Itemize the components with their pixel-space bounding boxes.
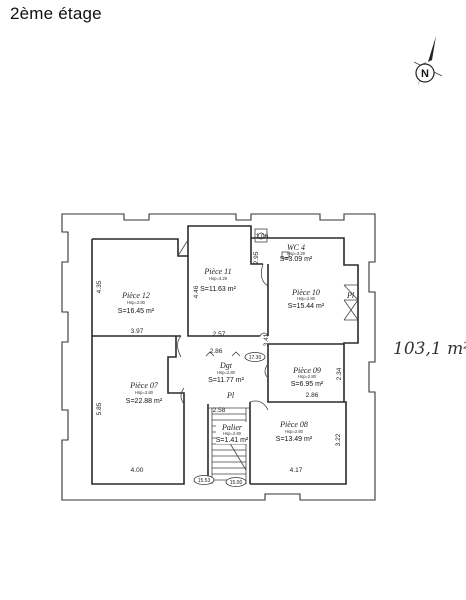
closet-label: Pl (226, 391, 235, 400)
room-name: Pièce 11 (203, 267, 231, 276)
room-area: S=16.45 m² (118, 308, 155, 315)
room-dgt: Dgt Hsp=2.80 S=11.77 m² (208, 361, 245, 384)
level-marker: 15.00 (225, 477, 247, 487)
handwritten-area-note: 103,1 m² (393, 339, 466, 359)
room-name: Dgt (219, 361, 233, 370)
room-area: S=1.41 m² (216, 437, 249, 444)
room-name: Pièce 10 (291, 288, 320, 297)
north-arrow-icon: N (413, 36, 443, 86)
room-pièce-12: Pièce 12 Hsp=2.80 S=16.45 m² (118, 291, 155, 315)
level-marker: 17.30 (244, 352, 266, 362)
room-area: S=11.63 m² (200, 286, 237, 293)
floor-title: 2ème étage (10, 4, 102, 23)
room-area: S=22.88 m² (126, 398, 163, 405)
room-height: Hsp=3.29 (209, 276, 228, 281)
room-height: Hsp=2.80 (298, 374, 317, 379)
dimension: 3.97 (131, 328, 144, 335)
level-marker: 15.53 (193, 475, 215, 485)
closet-label: Pl (346, 291, 355, 300)
dimension: 4.17 (290, 467, 303, 474)
dimension: 2.58 (213, 407, 226, 414)
room-name: Palier (221, 423, 243, 432)
dimension: 4.00 (131, 467, 144, 474)
svg-text:15.00: 15.00 (230, 480, 243, 486)
room-height: Hsp=2.80 (217, 370, 236, 375)
room-area: S=3.09 m² (280, 256, 313, 263)
dimension: 2.86 (210, 348, 223, 355)
room-area: S=6.95 m² (291, 381, 324, 388)
dimension: 4.35 (96, 280, 103, 293)
room-area: S=15.44 m² (288, 303, 325, 310)
room-pièce-11: Pièce 11 Hsp=3.29 S=11.63 m² (200, 267, 237, 293)
room-name: Pièce 09 (292, 366, 321, 375)
room-name: Pièce 08 (279, 420, 308, 429)
door-swings (177, 239, 269, 411)
stair-structure (208, 407, 250, 484)
dimension: 2.34 (336, 367, 343, 380)
dimension: 3.41 (263, 333, 270, 346)
room-name: WC 4 (287, 243, 305, 252)
room-pièce-10: Pièce 10 Hsp=2.80 S=15.44 m² (288, 288, 325, 310)
room-height: Hsp=2.80 (285, 429, 304, 434)
room-pièce-07: Pièce 07 Hsp=2.80 S=22.88 m² (126, 381, 163, 405)
room-height: Hsp=3.29 (287, 251, 306, 256)
dimension-labels: 4.35 3.97 4.46 2.57 2.86 1.06 2.95 3.41 … (96, 233, 343, 474)
room-pièce-08: Pièce 08 Hsp=2.80 S=13.49 m² (276, 420, 313, 443)
svg-text:17.30: 17.30 (249, 355, 262, 361)
room-height: Hsp=2.80 (127, 300, 146, 305)
interior-walls (91, 225, 359, 485)
exterior-outline (61, 213, 376, 501)
room-height: Hsp=2.80 (223, 431, 242, 436)
svg-text:15.53: 15.53 (198, 478, 211, 484)
room-name: Pièce 12 (121, 291, 150, 300)
room-name: Pièce 07 (129, 381, 159, 390)
room-pièce-09: Pièce 09 Hsp=2.80 S=6.95 m² (291, 366, 324, 388)
dimension: 2.86 (306, 392, 319, 399)
compass-letter: N (421, 68, 429, 80)
dimension: 2.57 (213, 331, 226, 338)
room-wc-4: WC 4 Hsp=3.29 S=3.09 m² (280, 243, 313, 263)
dimension: 5.85 (96, 402, 103, 415)
room-height: Hsp=2.80 (135, 390, 154, 395)
dimension: 1.06 (256, 233, 269, 240)
room-palier: Palier Hsp=2.80 S=1.41 m² (216, 422, 249, 444)
room-area: S=11.77 m² (208, 377, 245, 384)
dimension: 4.46 (193, 285, 200, 298)
wc-fixtures (254, 228, 290, 259)
room-area: S=13.49 m² (276, 436, 313, 443)
fireplace-icons (205, 351, 241, 357)
closet-units (343, 284, 359, 321)
dimension: 3.22 (335, 433, 342, 446)
room-height: Hsp=2.80 (297, 296, 316, 301)
dimension: 2.95 (253, 251, 260, 264)
